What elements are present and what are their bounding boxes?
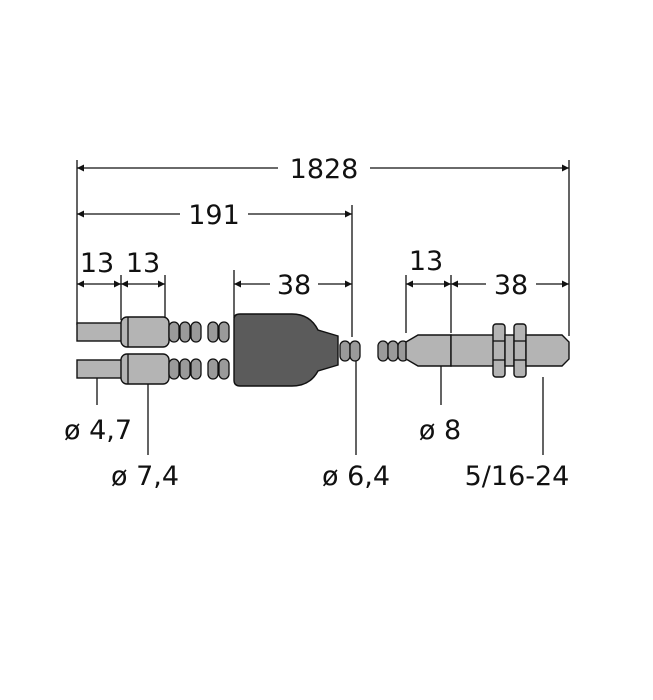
armored-hose-left-lower (168, 358, 230, 380)
ferrule-right-label: 13 (409, 246, 443, 277)
probe-gap (504, 334, 515, 367)
ferrule-left-2-label: 13 (126, 248, 160, 279)
fiber-tip-lower (76, 359, 126, 379)
probe-threaded-tip (525, 334, 570, 367)
armored-hose-left-upper (168, 321, 230, 343)
dimension-overall: 1828 (77, 154, 569, 185)
diameter-fiber-tip-label: ø 4,7 (64, 415, 132, 446)
splitter-length-label: 38 (277, 270, 311, 301)
diameter-ferrule-label: ø 7,4 (111, 461, 179, 492)
diameter-armor-label: ø 6,4 (322, 461, 390, 492)
dimension-thread: 38 (451, 270, 569, 301)
probe-sleeve (450, 334, 496, 367)
ferrule-left-1-label: 13 (80, 248, 114, 279)
fiber-tips (76, 322, 126, 379)
dimension-ferrules-left: 13 13 (77, 248, 165, 288)
thread-length-label: 38 (494, 270, 528, 301)
probe-ferrule (405, 334, 452, 367)
hex-nut-2 (513, 323, 527, 378)
armored-hose-center (339, 340, 409, 362)
dimension-split: 191 (77, 200, 352, 231)
overall-length-label: 1828 (290, 154, 359, 185)
diameter-probe-label: ø 8 (419, 415, 461, 446)
hex-nut-1 (492, 323, 506, 378)
dimension-ferrule-right: 13 (406, 246, 451, 288)
dimension-splitter: 38 (234, 270, 352, 301)
split-length-label: 191 (188, 200, 240, 231)
thread-size-label: 5/16-24 (465, 461, 570, 492)
diameter-leaders (96, 361, 544, 455)
splitter-body (233, 313, 339, 387)
ferrules-left (120, 316, 170, 385)
fiber-tip-upper (76, 322, 126, 342)
